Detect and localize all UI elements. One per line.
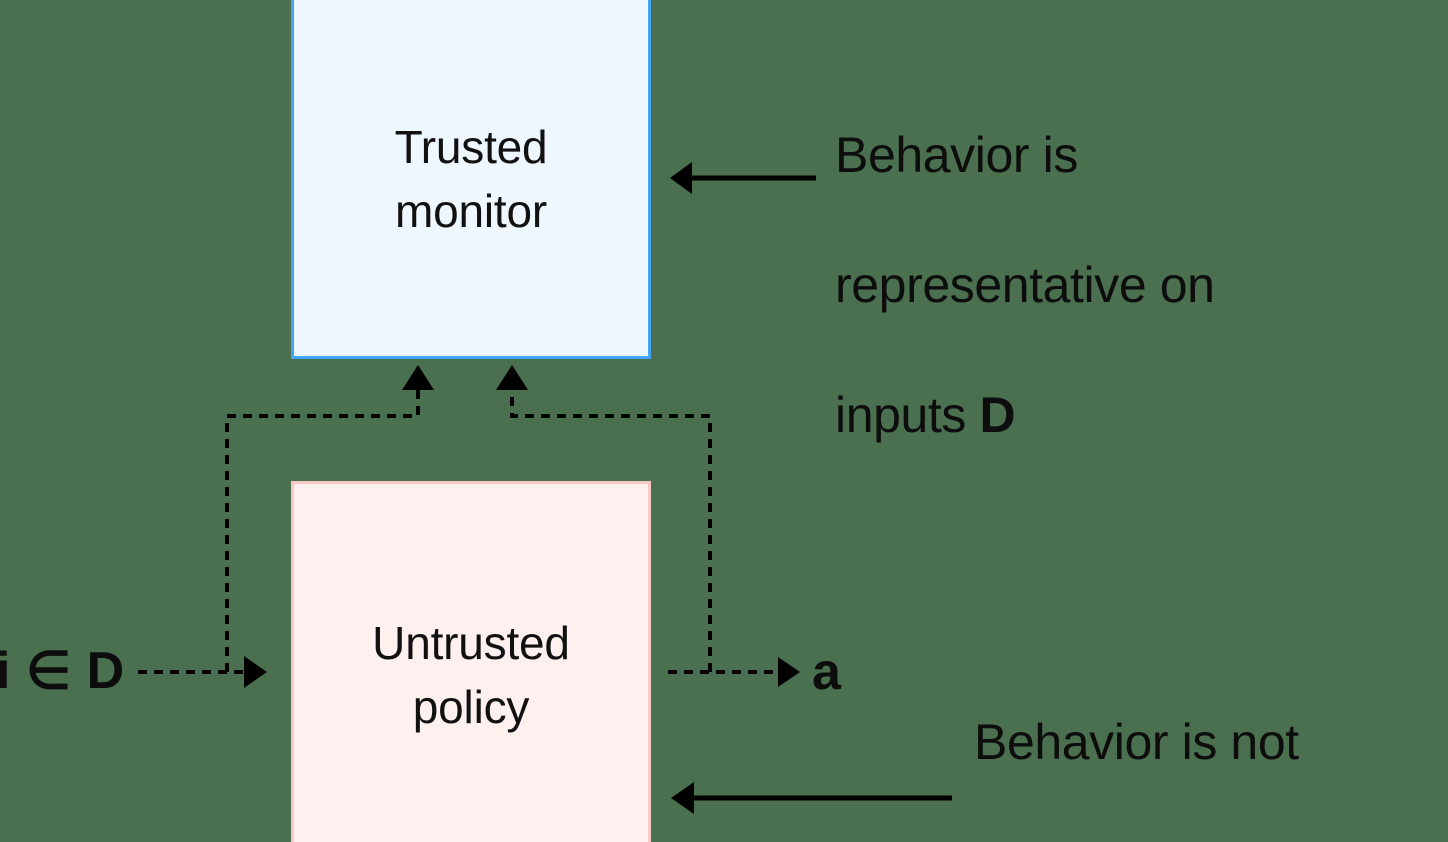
edge-policy-to-action	[668, 657, 800, 687]
annotation-arrow-untrusted	[671, 782, 952, 814]
node-trusted-monitor[interactable]: Trusted monitor	[291, 0, 651, 359]
input-token-label: i ∈ D	[0, 642, 125, 700]
annotation-trusted-line-2: representative on	[835, 257, 1215, 313]
annotation-untrusted-line-1: Behavior is not	[974, 714, 1299, 770]
edge-input-to-policy	[138, 656, 267, 688]
annotation-trusted-line-1: Behavior is	[835, 127, 1078, 183]
node-untrusted-policy-label: Untrusted policy	[372, 617, 570, 733]
node-untrusted-policy[interactable]: Untrusted policy	[291, 481, 651, 842]
annotation-untrusted-text: Behavior is not representative on inputs…	[974, 645, 1448, 842]
action-token-label: a	[812, 643, 842, 701]
annotation-trusted-text: Behavior is representative on inputs D	[835, 58, 1435, 448]
annotation-trusted-emphasis: D	[979, 387, 1016, 443]
annotation-trusted-line-3: inputs	[835, 387, 980, 443]
node-trusted-monitor-label: Trusted monitor	[394, 121, 548, 237]
annotation-arrow-trusted	[670, 162, 816, 194]
